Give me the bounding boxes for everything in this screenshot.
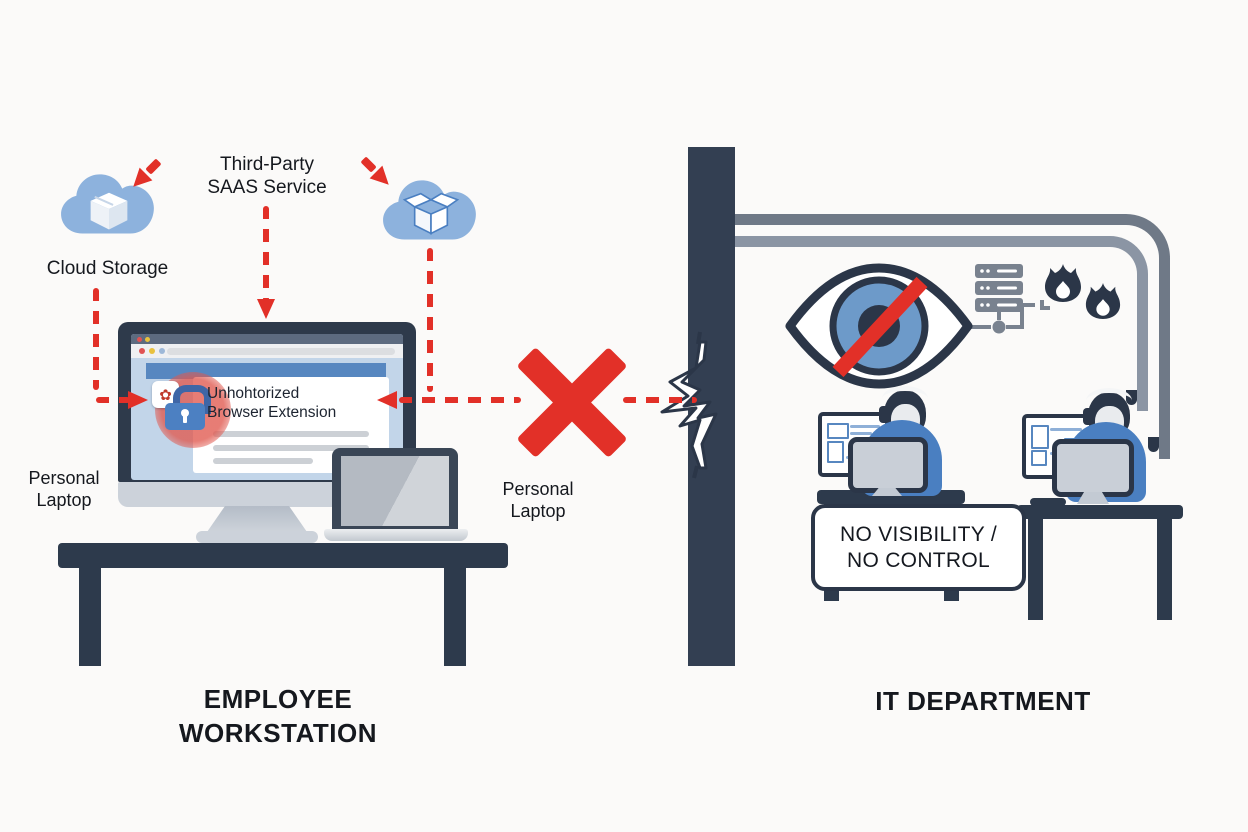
personal-laptop-base [324,529,468,541]
placeholder-line [213,431,369,437]
toolbar-dot-blue-icon [159,348,165,354]
wall-crack-icon [660,331,718,479]
saas-service-label: Third-Party SAAS Service [207,154,327,199]
keyhole-stem-icon [183,415,187,423]
arrowhead-right-icon [377,391,397,409]
dashed-line-into-browser-left [96,397,130,403]
desk-leg [444,568,466,666]
it-department-caption: IT DEPARTMENT [875,686,1091,716]
headset-icon [1086,388,1132,413]
window-dot-yellow-icon [145,337,150,342]
employee-desk [58,543,508,568]
lock-icon [165,403,205,430]
dashed-line-cloud-right [427,248,433,392]
keyboard [1030,498,1066,506]
keyhole-icon [181,409,189,417]
it-desk [1017,505,1183,519]
headset-icon [882,386,928,411]
browser-toolbar [131,344,403,358]
dashed-line-cloud-storage [93,288,99,390]
it-monitor-stand [872,488,902,496]
lock-shackle-icon [173,385,211,414]
headset-earcup-icon [879,406,889,423]
arrowhead-down-icon [257,299,275,319]
cloud-storage-label: Cloud Storage [46,258,169,279]
it-monitor [848,437,928,493]
personal-laptop-screen [332,448,458,531]
open-box-glyph [402,192,460,235]
extension-label: Unhohtorized Browser Extension [207,385,337,421]
it-desk-leg [1157,519,1172,620]
monitor-stand-base [196,531,318,543]
it-monitor [1052,439,1134,497]
personal-laptop-label-right: Personal Laptop [502,479,574,521]
dashed-line-x-to-wall [623,397,697,403]
fire-icon [1045,264,1081,302]
browser-titlebar [131,334,403,344]
conduit-inner [735,236,1148,411]
it-monitor-stand [1077,492,1109,504]
address-bar [167,348,395,355]
closed-box-glyph [90,192,128,230]
toolbar-dot-yellow-icon [149,348,155,354]
no-visibility-eye-icon [785,263,973,389]
laptop-display [341,456,449,526]
saas-cloud-icon [383,180,476,240]
arrowhead-left-icon [128,391,148,409]
dashed-line-saas [263,206,269,301]
desk-leg [79,568,101,666]
it-desk-leg [1028,519,1043,620]
conduit-outer-cap [1148,437,1159,452]
blocked-x-icon [516,346,628,459]
conduit-outer [735,214,1170,459]
placeholder-line [213,445,369,451]
no-visibility-sign: NO VISIBILITY / NO CONTROL [811,504,1026,591]
dashed-line-browser-to-x [399,397,521,403]
window-dot-red-icon [137,337,142,342]
headset-earcup-icon [1083,408,1093,425]
fire-icon [1085,282,1121,320]
placeholder-line [213,458,313,464]
toolbar-dot-red-icon [139,348,145,354]
employee-workstation-caption: EMPLOYEE WORKSTATION [178,684,378,748]
cloud-storage-icon [61,174,154,234]
personal-laptop-label-left: Personal Laptop [28,468,100,510]
monitor-stand [207,506,307,532]
server-rack-icon [968,264,1050,334]
